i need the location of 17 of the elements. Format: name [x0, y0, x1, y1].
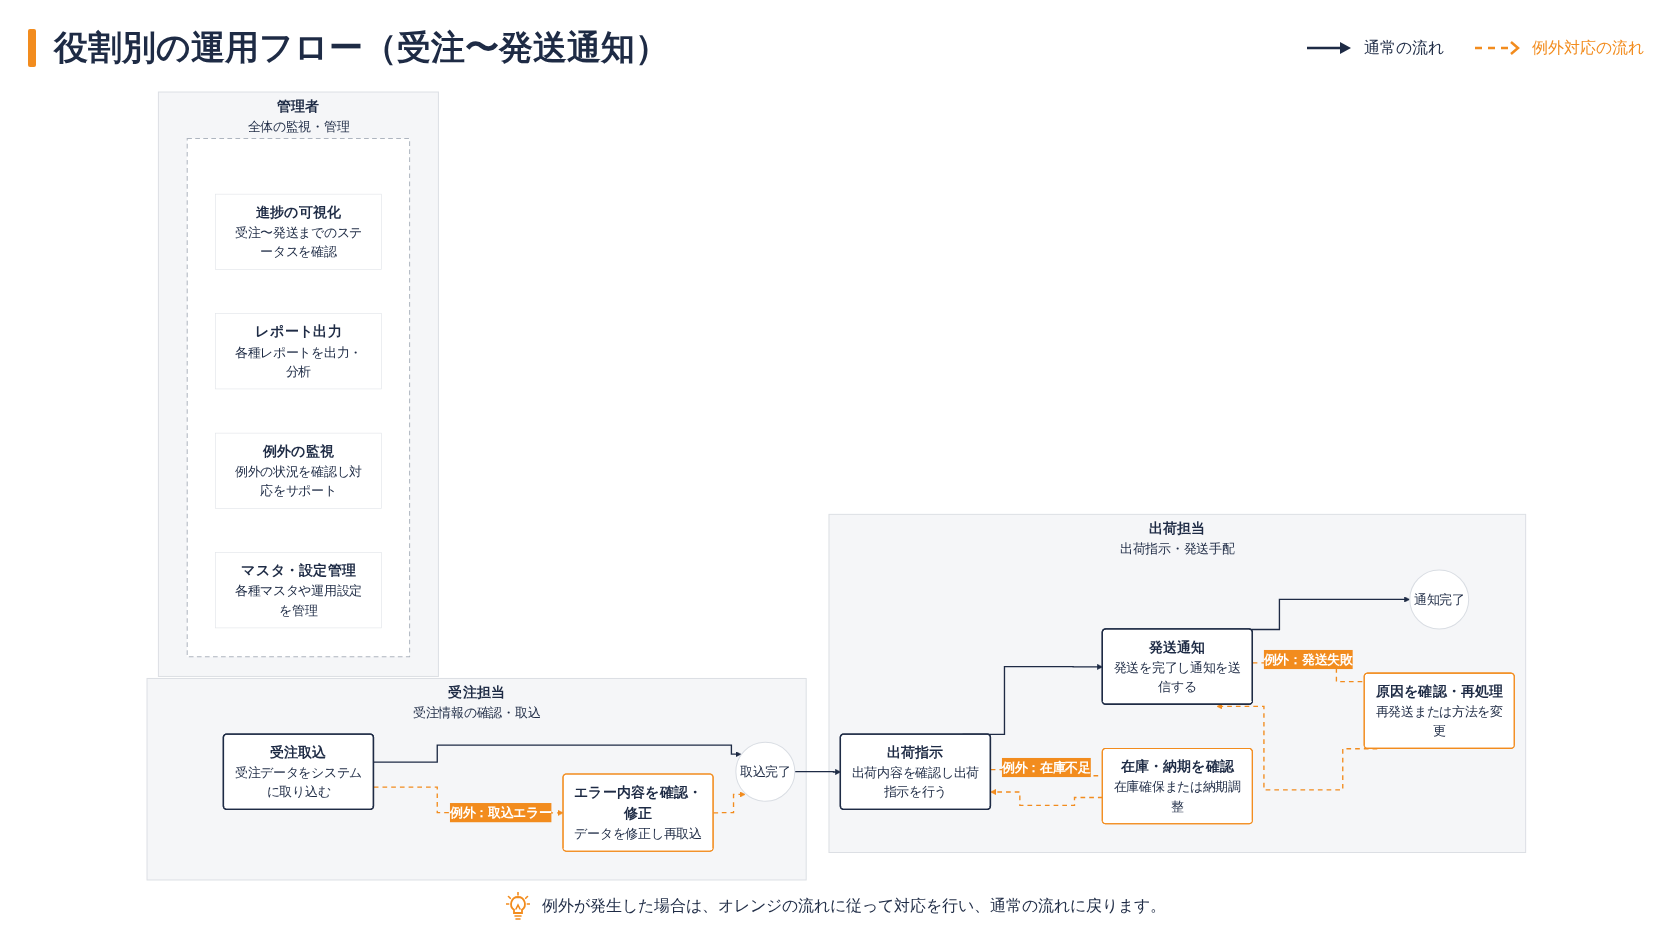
node-box: 進捗の可視化 受注〜発送までのステータスを確認	[214, 193, 382, 270]
edge-label: 例外：発送失敗	[1263, 651, 1353, 667]
legend-text: 例外対応の流れ	[1532, 37, 1644, 59]
arrow	[1249, 596, 1410, 631]
node-circle: 取込完了	[735, 741, 795, 802]
legend-text: 通常の流れ	[1364, 37, 1444, 59]
caption: 例外が発生した場合は、オレンジの流れに従って対応を行い、通常の流れに戻ります。	[542, 895, 1166, 917]
arrow	[712, 791, 746, 814]
node-box: マスタ・設定管理 各種マスタや運用設定を管理	[214, 552, 382, 629]
title: 役割別の運用フロー（受注〜発送通知）	[54, 26, 669, 69]
cluster	[186, 138, 410, 658]
node-box: レポート出力 各種レポートを出力・分析	[214, 313, 382, 390]
edge-label: 例外：取込エラー	[449, 805, 552, 820]
node-circle: 通知完了	[1408, 569, 1469, 630]
arrow	[793, 769, 841, 775]
edge-label: 例外：在庫不足	[1001, 759, 1091, 775]
node-box: 例外の監視 例外の状況を確認し対応をサポート	[214, 432, 382, 509]
